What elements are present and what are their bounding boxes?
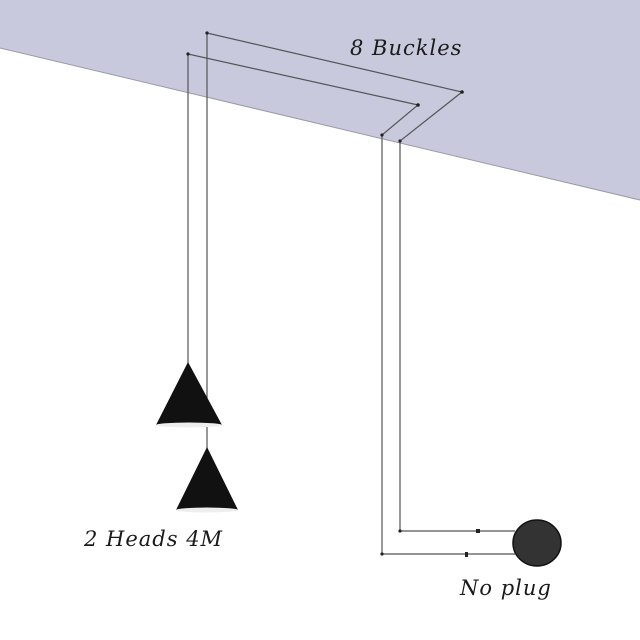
ceiling [0,0,640,200]
connector [476,529,480,533]
buckle [398,139,402,143]
buckle [460,90,464,94]
plug-base [512,519,562,567]
buckle [186,52,190,56]
connector [465,552,468,557]
buckle [205,31,209,35]
wire-outer [206,32,515,532]
heads-label: 2 Heads 4M [84,527,224,551]
buckle [398,529,402,533]
ceiling-edge [0,47,640,201]
pendant-lamp-2 [176,447,238,513]
no-plug-label: No plug [460,576,552,600]
buckle [416,103,420,107]
wire-inner [187,53,515,555]
buckle [380,133,384,137]
pendant-lamp-1 [156,362,222,428]
buckles-label: 8 Buckles [350,36,463,60]
buckle [380,552,384,556]
